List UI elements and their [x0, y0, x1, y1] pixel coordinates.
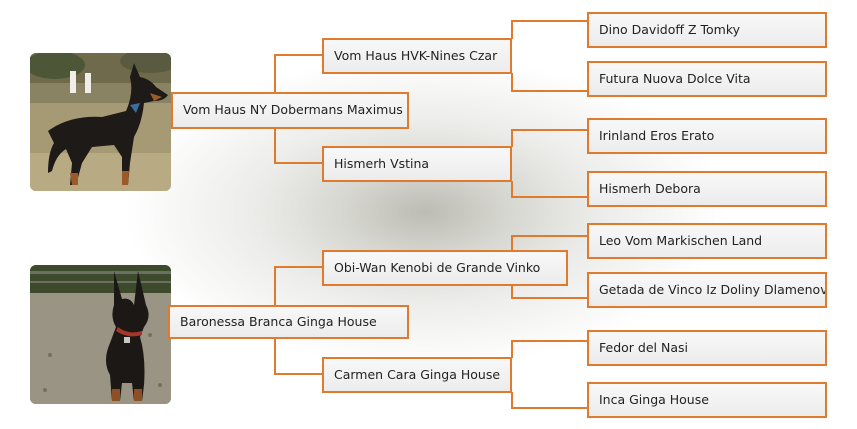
connector-line — [274, 128, 322, 164]
grandparent-box[interactable]: Hismerh Debora — [587, 171, 827, 207]
connector-line — [511, 181, 587, 198]
grandparent-box[interactable]: Fedor del Nasi — [587, 330, 827, 366]
doberman-photo-icon — [30, 265, 171, 404]
grandparent-box[interactable]: Dino Davidoff Z Tomky — [587, 12, 827, 48]
connector-line — [511, 235, 587, 251]
grandparent-box[interactable]: Futura Nuova Dolce Vita — [587, 61, 827, 97]
dam-box[interactable]: Hismerh Vstina — [322, 146, 512, 182]
sire-box[interactable]: Vom Haus HVK-Nines Czar — [322, 38, 512, 74]
grandparent-box[interactable]: Leo Vom Markischen Land — [587, 223, 827, 259]
connector-line — [274, 338, 322, 375]
grandparent-box[interactable]: Irinland Eros Erato — [587, 118, 827, 154]
doberman-photo-icon — [30, 53, 171, 191]
subject-box[interactable]: Baronessa Branca Ginga House — [168, 305, 409, 339]
connector-line — [511, 20, 587, 39]
dam-box[interactable]: Carmen Cara Ginga House — [322, 357, 512, 393]
connector-line — [511, 129, 587, 147]
connector-line — [274, 54, 322, 100]
connector-line — [511, 285, 587, 299]
connector-line — [511, 392, 587, 409]
connector-line — [511, 340, 587, 358]
connector-line — [511, 73, 587, 92]
grandparent-box[interactable]: Inca Ginga House — [587, 382, 827, 418]
connector-line — [274, 266, 322, 306]
sire-box[interactable]: Obi-Wan Kenobi de Grande Vinko — [322, 250, 568, 286]
grandparent-box[interactable]: Getada de Vinco Iz Doliny Dlamenov — [587, 272, 827, 308]
subject-box[interactable]: Vom Haus NY Dobermans Maximus — [171, 92, 409, 129]
